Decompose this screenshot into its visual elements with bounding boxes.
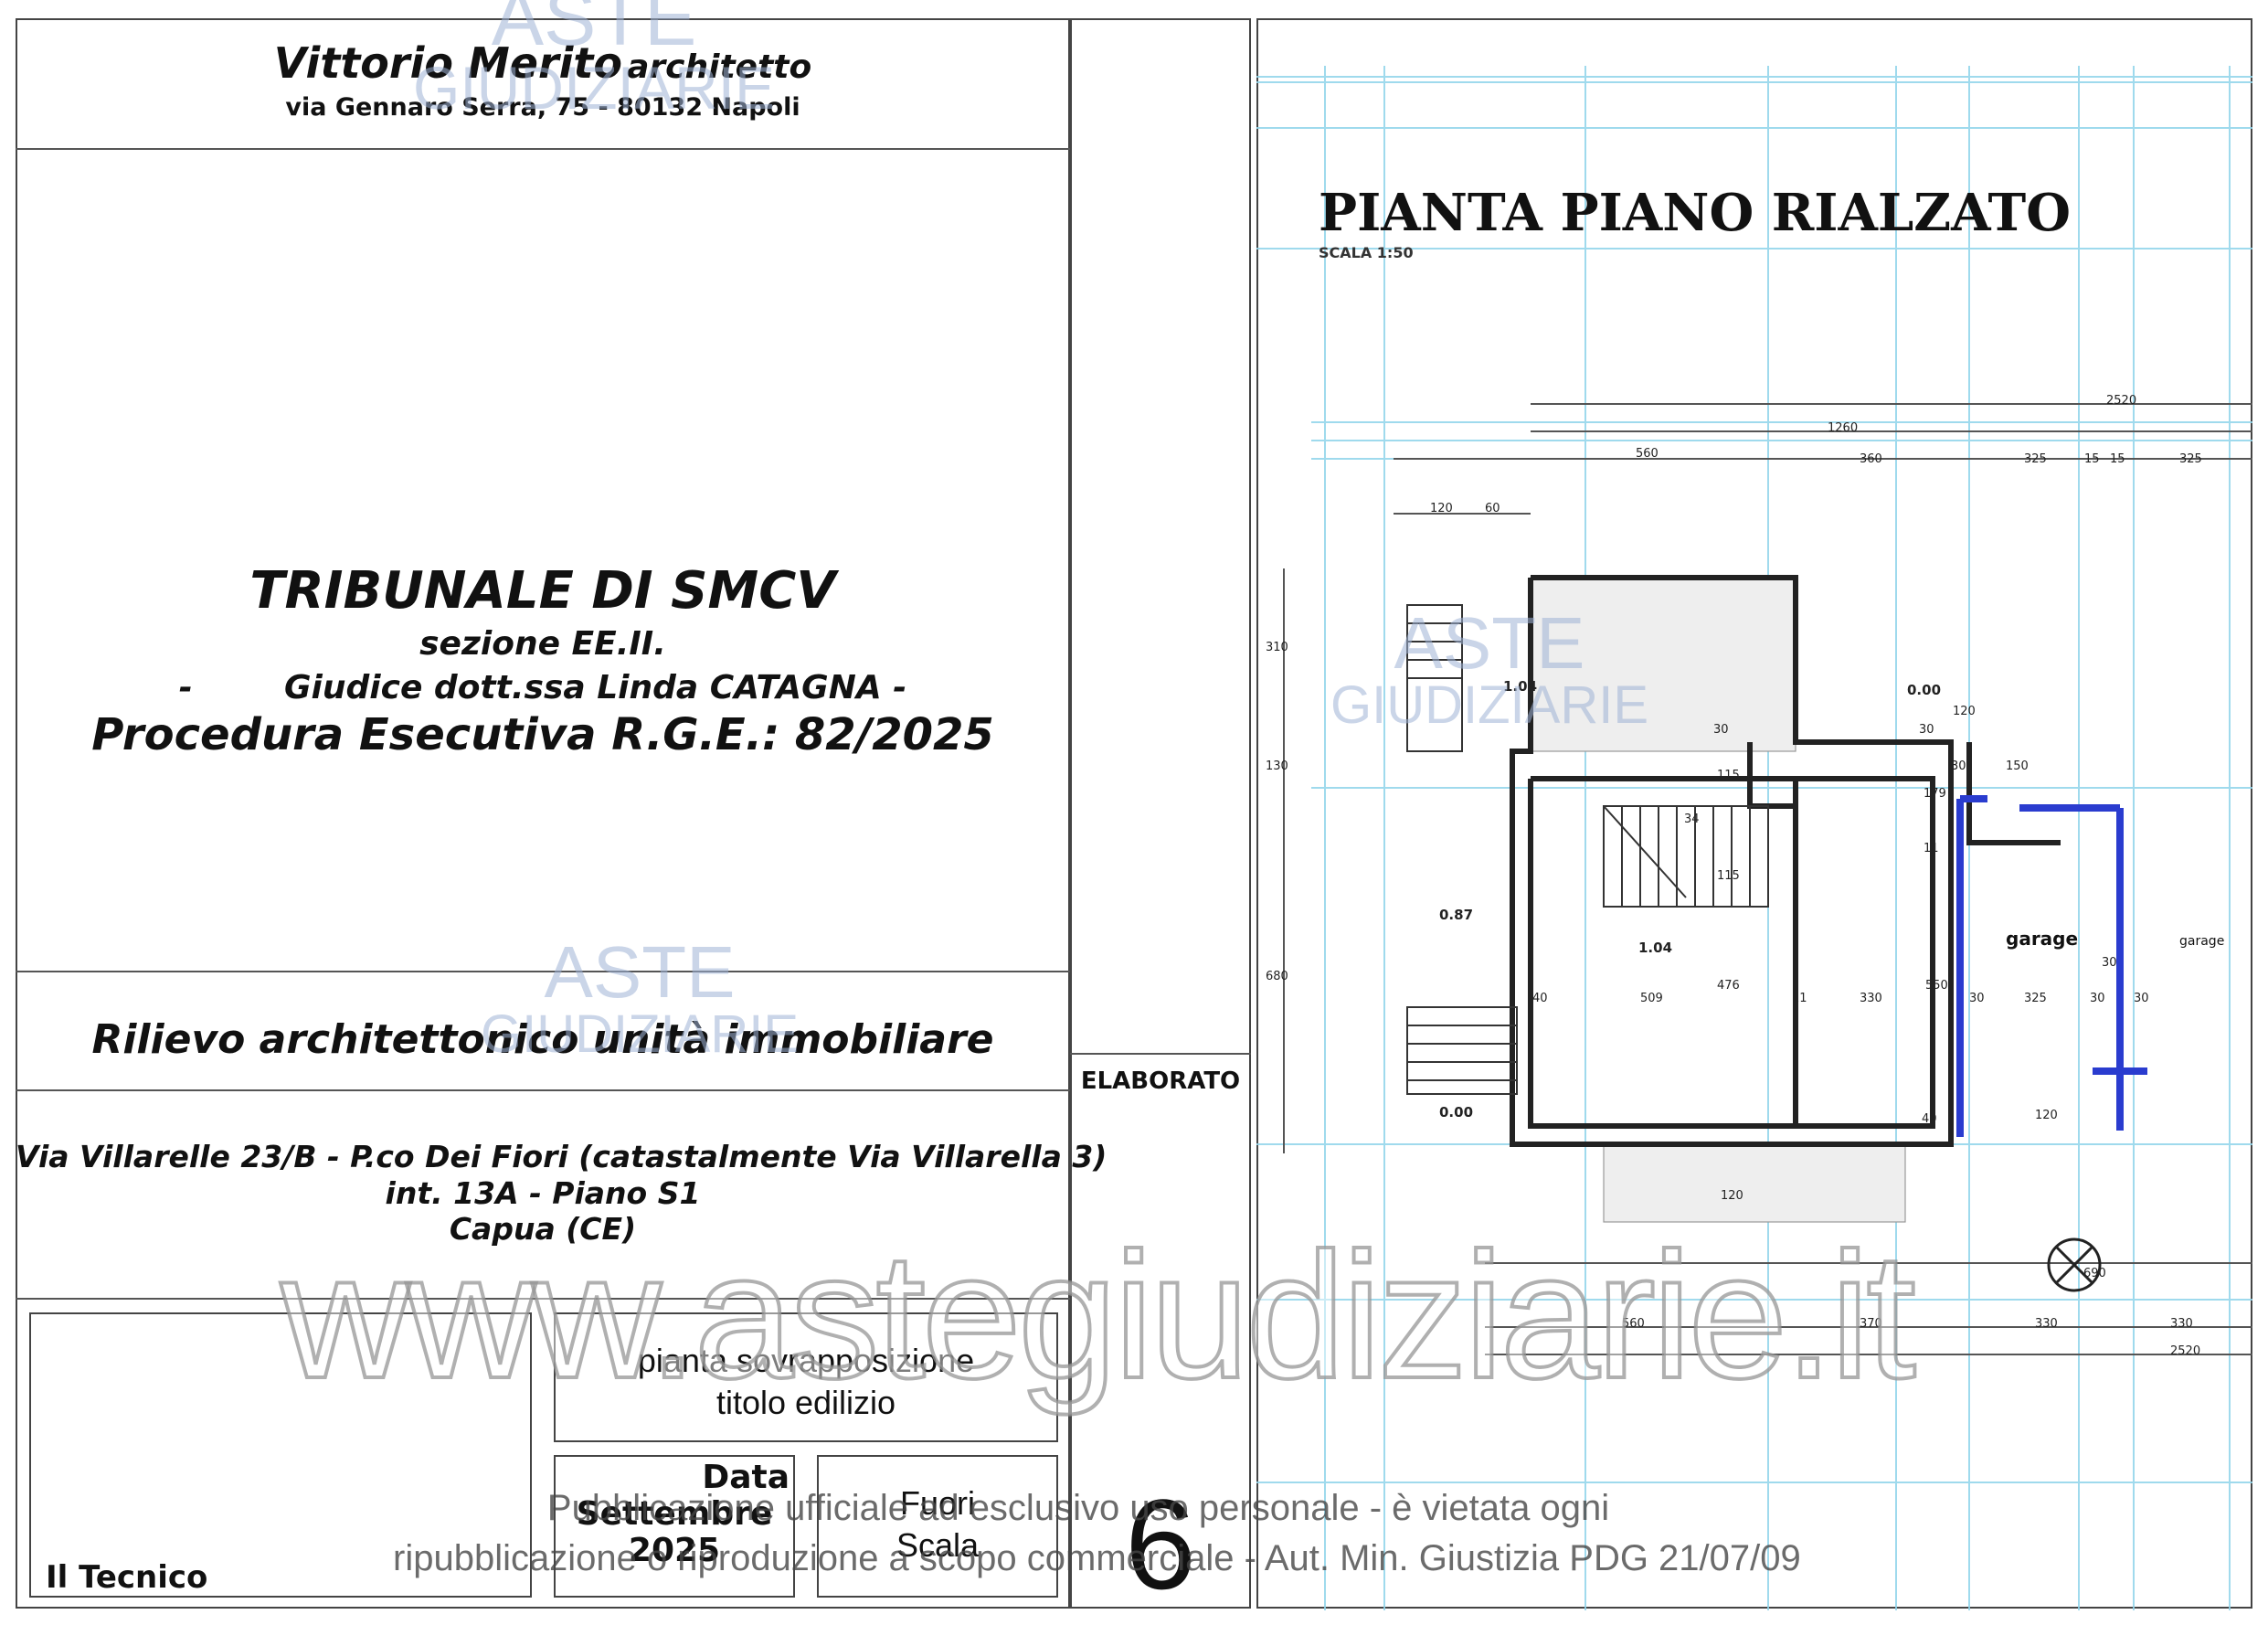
dimension-label: 30 bbox=[1713, 723, 1729, 737]
room-label-garage: garage bbox=[2179, 934, 2224, 949]
elaborato-label: ELABORATO bbox=[1080, 1067, 1241, 1095]
room-label-garage: garage bbox=[2006, 928, 2078, 950]
dimension-label: 30 bbox=[2090, 992, 2105, 1005]
architect-name: Vittorio Merito bbox=[273, 38, 622, 88]
dimension-label: 325 bbox=[2179, 452, 2202, 466]
divider bbox=[1070, 1053, 1251, 1055]
dimension-label: 370 bbox=[1860, 1317, 1882, 1331]
dimension-label: 2520 bbox=[2106, 394, 2136, 408]
scale-box bbox=[817, 1455, 1058, 1598]
technician-label: Il Tecnico bbox=[46, 1559, 208, 1596]
architect-title: architetto bbox=[627, 48, 812, 86]
plan-title: PIANTA PIANO RIALZATO bbox=[1319, 183, 2071, 243]
divider bbox=[16, 1089, 1070, 1091]
level-label: 0.00 bbox=[1439, 1104, 1473, 1121]
architect-header: Vittorio Merito architetto bbox=[16, 38, 1070, 88]
dimension-label: 560 bbox=[1622, 1317, 1645, 1331]
dimension-label: 30 bbox=[1919, 723, 1934, 737]
dimension-label: 179 bbox=[1924, 787, 1946, 801]
dimension-label: 34 bbox=[1684, 812, 1700, 826]
divider bbox=[16, 148, 1070, 150]
dimension-label: 30 bbox=[2134, 992, 2149, 1005]
technician-box bbox=[29, 1312, 532, 1598]
date-label: Data bbox=[702, 1459, 790, 1496]
dimension-label: 680 bbox=[1266, 970, 1288, 983]
dimension-label: 560 bbox=[1636, 447, 1659, 461]
dimension-label: 330 bbox=[1860, 992, 1882, 1005]
dimension-label: 15 bbox=[2110, 452, 2125, 466]
dimension-label: 115 bbox=[1717, 869, 1740, 883]
dimension-label: 120 bbox=[1430, 502, 1453, 515]
dimension-label: 15 bbox=[2084, 452, 2100, 466]
location-line-1: Via Villarelle 23/B - P.co Dei Fiori (ca… bbox=[16, 1139, 1108, 1174]
court-section: sezione EE.II. bbox=[419, 625, 666, 663]
dimension-label: 30 bbox=[1951, 759, 1966, 773]
dimension-label: 40 bbox=[1532, 992, 1548, 1005]
survey-title: Rilievo architettonico unità immobiliare bbox=[91, 1016, 994, 1063]
level-label: 0.00 bbox=[1907, 682, 1941, 698]
dimension-label: 325 bbox=[2024, 452, 2047, 466]
dimension-label: 60 bbox=[1485, 502, 1500, 515]
dimension-label: 120 bbox=[1953, 705, 1976, 718]
dimension-label: 310 bbox=[1266, 641, 1288, 654]
dimension-label: 330 bbox=[2170, 1317, 2193, 1331]
dimension-label: 476 bbox=[1717, 979, 1740, 993]
elaborato-number: 6 bbox=[1125, 1472, 1196, 1616]
dimension-label: 360 bbox=[1860, 452, 1882, 466]
dimension-label: 130 bbox=[1266, 759, 1288, 773]
dimension-label: 330 bbox=[2035, 1317, 2058, 1331]
dimension-label: 1260 bbox=[1828, 421, 1858, 435]
date-year: 2025 bbox=[628, 1532, 721, 1569]
dimension-label: 30 bbox=[2102, 956, 2117, 970]
court-judge: - Giudice dott.ssa Linda CATAGNA - bbox=[178, 669, 907, 706]
dimension-label: 11 bbox=[1792, 992, 1807, 1005]
level-label: 0.87 bbox=[1439, 907, 1473, 923]
location-line-2: int. 13A - Piano S1 bbox=[385, 1175, 701, 1211]
scale-line-1: Fuori bbox=[899, 1484, 976, 1522]
procedure-number: Procedura Esecutiva R.G.E.: 82/2025 bbox=[91, 709, 994, 760]
elaborato-column bbox=[1070, 18, 1251, 1609]
description-box bbox=[554, 1312, 1058, 1442]
dimension-label: 120 bbox=[1721, 1189, 1743, 1203]
dimension-label: 690 bbox=[2083, 1267, 2106, 1280]
level-label: 1.04 bbox=[1638, 940, 1672, 956]
dimension-label: 509 bbox=[1640, 992, 1663, 1005]
architect-address: via Gennaro Serra, 75 - 80132 Napoli bbox=[285, 93, 800, 122]
court-name: TRIBUNALE DI SMCV bbox=[249, 561, 836, 621]
dimension-label: 150 bbox=[2006, 759, 2029, 773]
title-block bbox=[16, 18, 1070, 1609]
dimension-label: 550 bbox=[1925, 979, 1948, 993]
dimension-label: 40 bbox=[1922, 1112, 1937, 1126]
divider bbox=[16, 971, 1070, 972]
location-line-3: Capua (CE) bbox=[449, 1211, 637, 1247]
plan-scale: SCALA 1:50 bbox=[1319, 244, 1414, 261]
floor-plan: PIANTA PIANO RIALZATO SCALA 1:50 garage … bbox=[1256, 66, 2252, 1610]
date-box bbox=[554, 1455, 795, 1598]
dimension-label: 2520 bbox=[2170, 1344, 2200, 1358]
description-line-1: pianta sovrapposizione bbox=[637, 1342, 975, 1379]
drawing-frame bbox=[1256, 18, 2252, 1609]
dimension-label: 120 bbox=[2035, 1109, 2058, 1122]
dimension-label: 325 bbox=[2024, 992, 2047, 1005]
level-label: 1.04 bbox=[1503, 678, 1537, 695]
divider bbox=[16, 1298, 1070, 1300]
description-line-2: titolo edilizio bbox=[715, 1384, 896, 1421]
dimension-label: 115 bbox=[1717, 769, 1740, 782]
date-month: Settembre bbox=[576, 1495, 773, 1533]
dimension-label: 11 bbox=[1924, 842, 1939, 855]
dimension-label: 30 bbox=[1969, 992, 1985, 1005]
scale-line-2: Scala bbox=[896, 1526, 980, 1564]
